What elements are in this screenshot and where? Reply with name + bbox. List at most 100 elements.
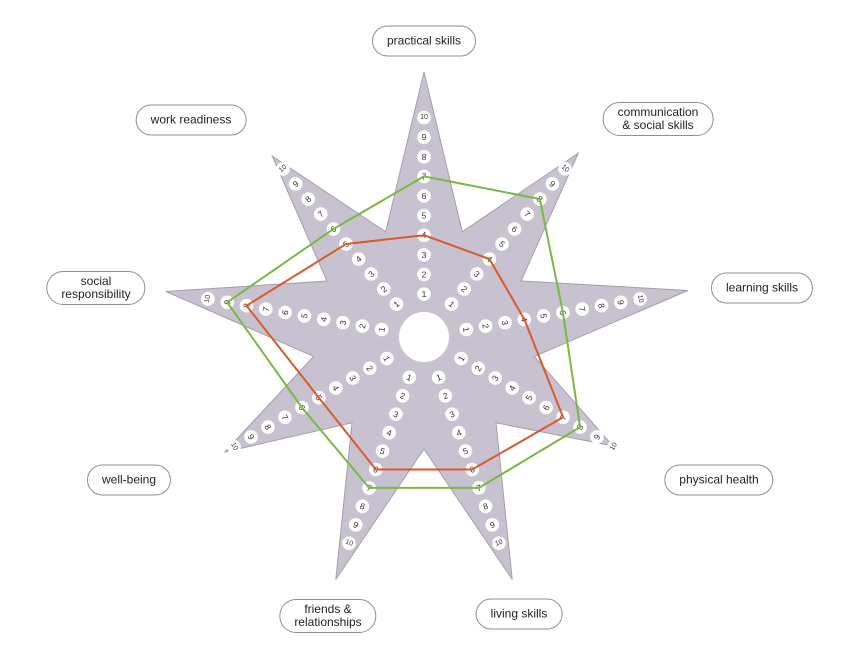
axis-label-line: practical skills — [386, 33, 462, 48]
scale-marker-number: 9 — [352, 519, 360, 530]
scale-marker-dot — [402, 370, 417, 385]
scale-marker-dot — [382, 425, 397, 440]
scale-marker-dot — [539, 400, 553, 415]
axis-label-practical-skills: practical skills — [371, 25, 477, 57]
scale-marker-dot — [492, 536, 506, 550]
scale-marker-physical-health-10: 10 — [607, 439, 621, 454]
scale-marker-number: 3 — [366, 268, 376, 279]
scale-marker-dot — [594, 298, 609, 313]
scale-marker-dot — [478, 319, 493, 333]
scale-marker-social-responsibility-3: 3 — [336, 315, 350, 330]
scale-marker-dot — [485, 518, 500, 532]
axis-label-line: friends & — [304, 602, 352, 616]
scale-marker-number: 3 — [490, 373, 501, 382]
scale-marker-physical-health-6: 6 — [539, 400, 553, 415]
scale-marker-communication-and-social-skills-5: 5 — [495, 237, 509, 251]
scale-marker-well-being-4: 4 — [329, 381, 343, 395]
scale-marker-dot — [458, 444, 473, 458]
scale-marker-number: 2 — [379, 283, 389, 294]
scale-marker-number: 5 — [538, 313, 549, 320]
scale-marker-number: 3 — [500, 320, 511, 327]
scale-marker-dot — [590, 430, 604, 444]
scale-marker-dot — [278, 305, 292, 320]
scale-marker-friends-and-relationships-4: 4 — [382, 425, 397, 440]
scale-marker-learning-skills-2: 2 — [478, 319, 493, 333]
scale-marker-number: 3 — [338, 319, 349, 326]
scale-marker-communication-and-social-skills-10: 10 — [558, 162, 572, 176]
scale-marker-dot — [278, 410, 292, 425]
scale-marker-physical-health-3: 3 — [488, 371, 503, 385]
scale-marker-number: 10 — [494, 539, 504, 548]
axis-label-line: social — [80, 274, 112, 288]
scale-marker-number: 2 — [473, 364, 484, 373]
scale-marker-dot — [454, 351, 469, 366]
scale-marker-number: 10 — [609, 441, 619, 451]
scale-marker-physical-health-4: 4 — [505, 381, 519, 395]
score-line-1 — [245, 234, 565, 471]
scale-marker-well-being-8: 8 — [261, 420, 275, 434]
scale-marker-learning-skills-7: 7 — [575, 302, 589, 316]
scale-marker-learning-skills-10: 10 — [633, 292, 647, 306]
scale-marker-dot — [377, 282, 391, 296]
scale-marker-practical-skills-10: 10 — [417, 110, 431, 125]
scale-marker-dot — [389, 297, 404, 311]
scale-marker-dot — [545, 177, 560, 191]
scale-marker-number: 1 — [376, 326, 387, 333]
scale-marker-dot — [457, 282, 472, 296]
scale-marker-living-skills-4: 4 — [452, 425, 466, 440]
scale-marker-number: 6 — [510, 224, 520, 235]
scale-marker-practical-skills-8: 8 — [417, 150, 431, 164]
scale-marker-number: 1 — [391, 299, 401, 310]
scale-marker-well-being-3: 3 — [346, 371, 360, 385]
scale-marker-dot — [395, 389, 410, 403]
scale-marker-dot — [520, 207, 534, 221]
scale-marker-number: 1 — [435, 372, 443, 383]
scale-marker-dot — [471, 361, 486, 376]
scale-marker-number: 3 — [392, 409, 400, 420]
scale-marker-number: 3 — [448, 409, 456, 420]
scale-marker-dot — [259, 302, 273, 316]
scale-marker-number: 2 — [459, 284, 469, 295]
scale-marker-number: 5 — [379, 446, 387, 457]
scale-marker-dot — [417, 110, 431, 125]
scale-marker-dot — [488, 371, 503, 385]
scale-marker-dot — [417, 208, 431, 223]
scale-marker-number: 2 — [422, 269, 427, 279]
scale-marker-dot — [244, 430, 258, 444]
scale-marker-number: 10 — [278, 164, 289, 174]
scale-marker-dot — [316, 312, 331, 327]
axis-label-line: responsibility — [61, 287, 131, 301]
scale-marker-number: 1 — [405, 372, 413, 383]
scale-marker-living-skills-1: 1 — [431, 370, 446, 385]
scale-marker-dot — [522, 390, 536, 405]
scale-marker-number: 5 — [299, 312, 310, 319]
axis-label-line: communication — [617, 105, 699, 119]
scale-marker-dot — [348, 518, 363, 532]
scale-marker-number: 4 — [385, 427, 393, 438]
scale-marker-physical-health-1: 1 — [454, 351, 469, 366]
scale-marker-number: 9 — [547, 179, 557, 190]
scale-marker-dot — [507, 222, 522, 236]
axis-label-friends-and-relationships: friends &relationships — [279, 599, 377, 633]
scale-marker-living-skills-8: 8 — [478, 499, 493, 514]
scale-marker-living-skills-10: 10 — [492, 536, 506, 550]
axis-label-living-skills: living skills — [475, 598, 563, 630]
scale-marker-number: 3 — [422, 250, 427, 260]
scale-marker-physical-health-9: 9 — [590, 430, 604, 444]
scale-marker-dot — [363, 361, 377, 376]
scale-marker-dot — [459, 322, 474, 337]
scale-marker-practical-skills-2: 2 — [417, 267, 431, 282]
scale-marker-friends-and-relationships-1: 1 — [402, 370, 417, 385]
scale-marker-dot — [227, 439, 241, 454]
scale-marker-dot — [346, 371, 360, 385]
scale-marker-number: 2 — [364, 364, 375, 373]
scale-marker-well-being-7: 7 — [278, 410, 292, 425]
scale-marker-social-responsibility-5: 5 — [297, 309, 312, 323]
scale-marker-communication-and-social-skills-9: 9 — [545, 177, 560, 191]
scale-marker-number: 10 — [204, 294, 212, 303]
scale-marker-dot — [444, 297, 459, 311]
scale-marker-number: 6 — [280, 309, 291, 316]
scale-marker-communication-and-social-skills-6: 6 — [507, 222, 522, 236]
scale-marker-number: 5 — [422, 211, 427, 221]
